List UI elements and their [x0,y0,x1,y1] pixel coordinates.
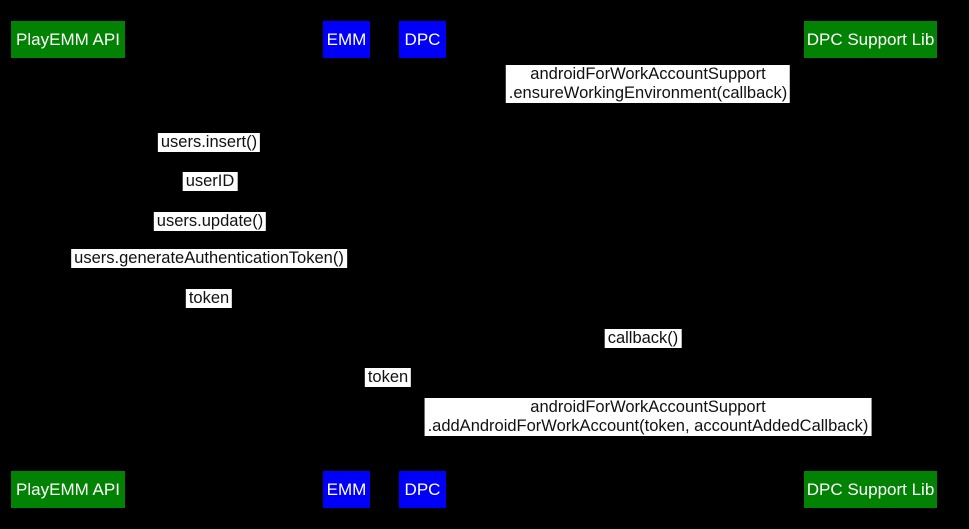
actor-label: DPC [404,479,441,499]
message-generate-authentication-token: users.generateAuthenticationToken() [71,249,347,268]
message-line: androidForWorkAccountSupport [530,65,766,83]
actor-dpc-support-lib-bottom: DPC Support Lib [804,471,937,508]
message-line: .addAndroidForWorkAccount(token, account… [427,417,869,435]
actor-label: PlayEMM API [16,479,120,499]
actor-label: EMM [326,29,367,49]
message-line: users.update() [156,212,264,230]
actor-label: DPC Support Lib [806,29,935,49]
message-line: token [367,368,409,386]
actor-label: EMM [326,479,367,499]
message-line: callback() [607,329,679,347]
message-callback: callback() [604,329,682,348]
message-line: users.insert() [160,133,258,151]
actor-emm-top: EMM [323,21,370,58]
message-users-update: users.update() [153,212,267,231]
message-line: token [188,289,230,307]
actor-label: DPC [404,29,441,49]
message-line: users.generateAuthenticationToken() [74,249,344,267]
actor-playemm-api-top: PlayEMM API [11,21,125,58]
message-add-android-for-work-account: androidForWorkAccountSupport .addAndroid… [424,398,872,436]
message-line: .ensureWorkingEnvironment(callback) [508,84,788,102]
actor-dpc-bottom: DPC [399,471,446,508]
actor-emm-bottom: EMM [323,471,370,508]
message-ensure-working-environment: androidForWorkAccountSupport .ensureWork… [505,65,791,103]
actor-dpc-top: DPC [399,21,446,58]
actor-playemm-api-bottom: PlayEMM API [11,471,125,508]
message-users-insert: users.insert() [157,133,261,152]
message-line: androidForWorkAccountSupport [530,398,766,416]
message-token-return: token [185,289,233,308]
actor-label: DPC Support Lib [806,479,935,499]
message-line: userID [185,172,235,190]
message-token-pass: token [364,368,412,387]
actor-label: PlayEMM API [16,29,120,49]
message-user-id: userID [182,172,238,191]
actor-dpc-support-lib-top: DPC Support Lib [804,21,937,58]
